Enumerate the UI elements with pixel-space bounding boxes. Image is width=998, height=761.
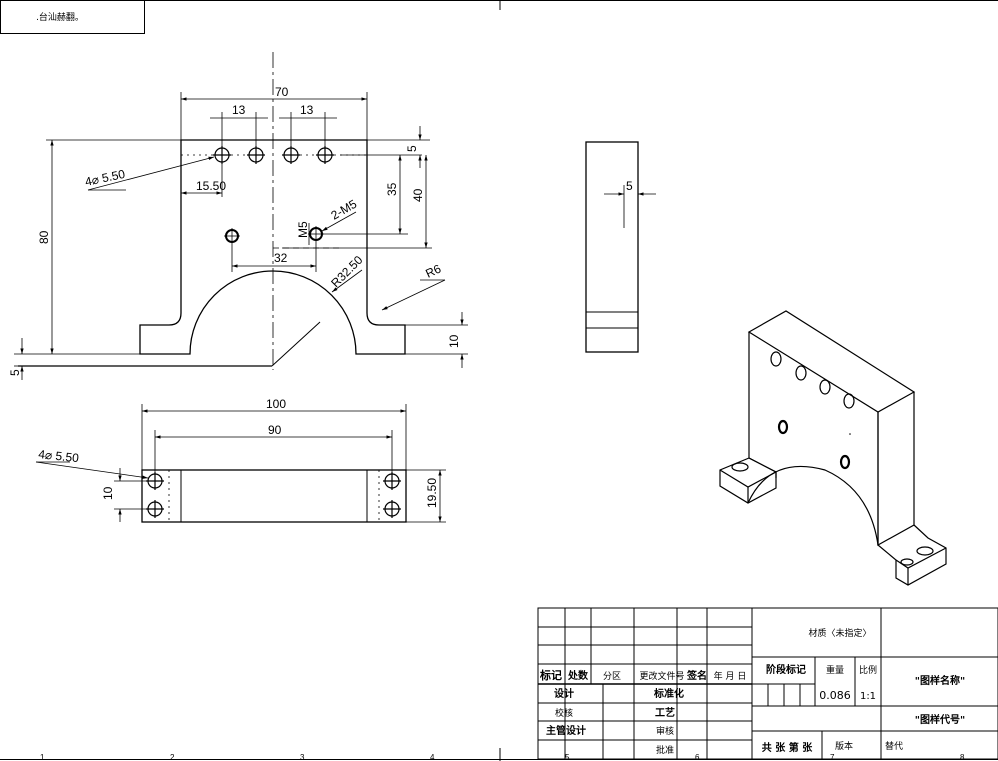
tb-process: 工艺: [655, 706, 675, 719]
tb-col-zone: 分区: [603, 671, 621, 682]
tb-replace: 替代: [885, 740, 903, 752]
isometric-view: [719, 310, 947, 586]
stamp-box: .台汕赫翻。: [0, 0, 145, 34]
tb-chief-design: 主管设计: [546, 724, 586, 737]
zone-number: 4: [430, 753, 435, 761]
dim-10-base: 10: [447, 334, 461, 348]
dim-35: 35: [385, 182, 399, 196]
tb-stage-mark: 阶段标记: [766, 663, 806, 676]
dim-32: 32: [274, 251, 288, 265]
dim-5-side: 5: [626, 179, 633, 193]
side-view: [585, 141, 656, 353]
dim-m5: M5: [296, 221, 310, 238]
tb-material: 材质〈未指定〉: [808, 627, 871, 639]
dim-40: 40: [411, 188, 425, 202]
tb-standardize: 标准化: [653, 687, 684, 700]
tb-col-doc: 更改文件号: [639, 670, 684, 682]
dim-13-right: 13: [300, 103, 314, 117]
tb-check: 校核: [555, 707, 573, 719]
tb-approve: 批准: [656, 744, 674, 756]
zone-numbers: 1 2 3 4 5 6 7 8: [40, 753, 965, 761]
front-view-labels: 70 13 13 4⌀ 5.50 15.50 35 40 5 80 2-M5 M…: [8, 85, 461, 376]
top-view-outline: [141, 469, 407, 523]
tb-scale-label: 比例: [859, 664, 877, 676]
tb-drawing-code: "图样代号": [915, 713, 965, 726]
title-block: [537, 607, 998, 760]
title-block-labels: 材质〈未指定〉 "图样名称" "图样代号" 标记 处数 分区 更改文件号 签名 …: [539, 627, 965, 756]
zone-number: 2: [170, 753, 175, 761]
front-view-outline: [139, 139, 406, 355]
zone-number: 7: [830, 753, 835, 761]
dim-5-base: 5: [8, 369, 22, 376]
dim-80: 80: [37, 230, 51, 244]
top-view: [35, 404, 446, 523]
tb-review: 审核: [656, 725, 674, 737]
tb-design: 设计: [554, 687, 574, 700]
top-view-labels: 100 90 4⌀ 5.50 10 19.50: [38, 397, 439, 508]
zone-number: 3: [300, 753, 305, 761]
dim-100: 100: [266, 397, 286, 411]
zone-number: 5: [565, 753, 570, 761]
tb-col-mark: 标记: [539, 668, 562, 682]
dim-5-top: 5: [405, 145, 419, 152]
zone-number: 8: [960, 753, 965, 761]
dim-19-50: 19.50: [425, 478, 439, 508]
stamp-text: .台汕赫翻。: [36, 11, 84, 23]
tb-col-date: 年 月 日: [714, 670, 747, 682]
tb-weight-label: 重量: [826, 664, 844, 676]
zone-number: 6: [695, 753, 700, 761]
dim-70: 70: [275, 85, 289, 99]
dim-13-left: 13: [232, 103, 246, 117]
dim-10-top: 10: [101, 486, 115, 500]
front-hole-row: [213, 146, 334, 164]
radius-r6: R6: [423, 261, 443, 280]
tb-scale-value: 1:1: [860, 691, 876, 702]
dim-15-50: 15.50: [196, 179, 226, 193]
tb-drawing-name: "图样名称": [915, 674, 965, 687]
hole-callout-top: 4⌀ 5.50: [38, 447, 80, 465]
tb-sheets: 共 张 第 张: [762, 741, 813, 754]
zone-number: 1: [40, 753, 45, 761]
tb-col-sign: 签名: [686, 669, 707, 682]
tb-weight-value: 0.086: [819, 689, 851, 702]
dim-90: 90: [268, 423, 282, 437]
tb-version: 版本: [835, 740, 853, 752]
side-view-outline: [585, 141, 639, 353]
front-view: [14, 52, 468, 380]
tb-col-count: 处数: [567, 669, 589, 682]
